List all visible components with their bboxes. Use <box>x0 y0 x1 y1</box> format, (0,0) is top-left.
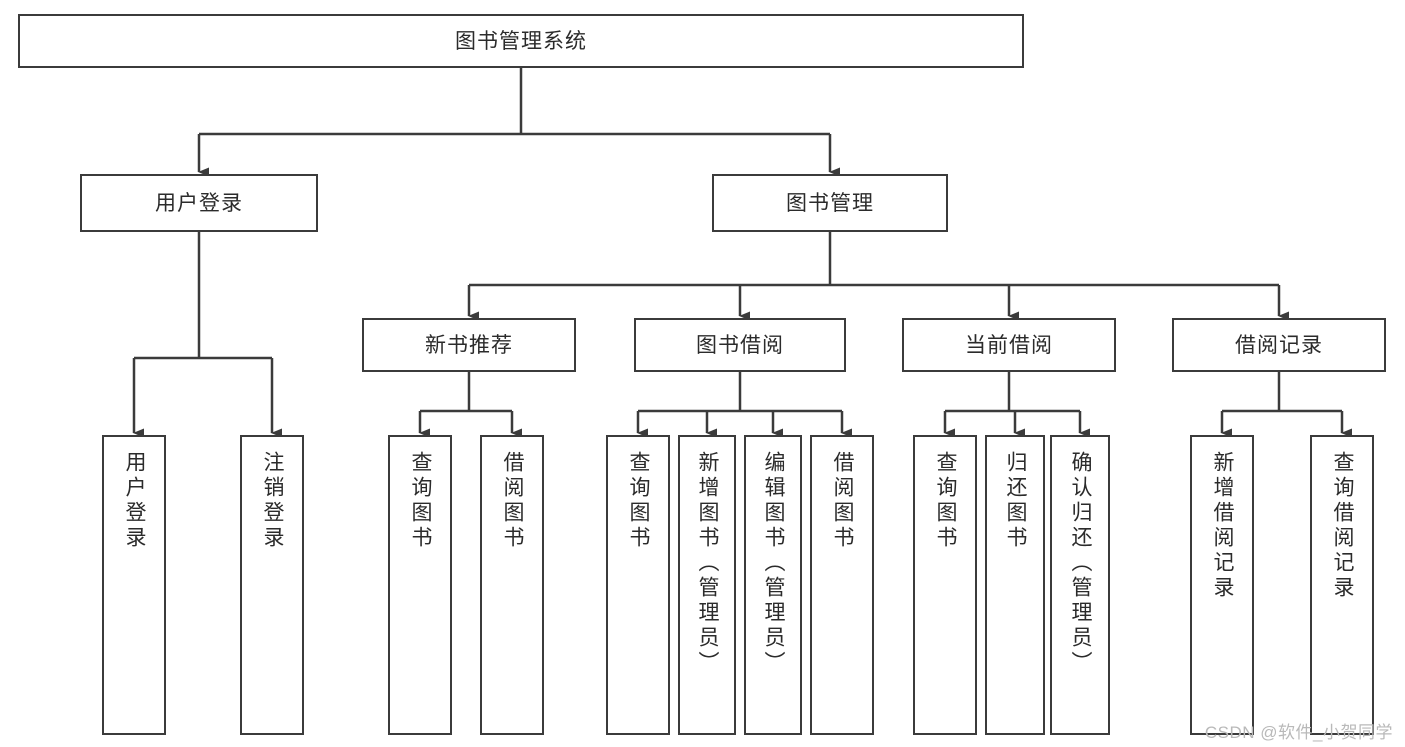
node-leaf-borrow-book-2[interactable]: 借阅图书 <box>810 435 874 735</box>
node-leaf-edit-book[interactable]: 编辑图书（管理员） <box>744 435 802 735</box>
node-leaf-query-record[interactable]: 查询借阅记录 <box>1310 435 1374 735</box>
node-label: 新增借阅记录 <box>1211 451 1235 601</box>
node-label: 借阅记录 <box>1235 333 1323 357</box>
node-label: 查询图书 <box>934 451 958 551</box>
node-label: 确认归还（管理员） <box>1069 451 1093 676</box>
node-book-manage[interactable]: 图书管理 <box>712 174 948 232</box>
node-user-login[interactable]: 用户登录 <box>80 174 318 232</box>
node-borrow-record[interactable]: 借阅记录 <box>1172 318 1386 372</box>
node-label: 当前借阅 <box>965 333 1053 357</box>
node-current-borrow[interactable]: 当前借阅 <box>902 318 1116 372</box>
node-leaf-add-book[interactable]: 新增图书（管理员） <box>678 435 736 735</box>
node-label: 用户登录 <box>123 451 147 551</box>
node-label: 注销登录 <box>261 451 285 551</box>
node-leaf-query-book-2[interactable]: 查询图书 <box>606 435 670 735</box>
node-label: 借阅图书 <box>501 451 525 551</box>
node-leaf-add-record[interactable]: 新增借阅记录 <box>1190 435 1254 735</box>
node-leaf-user-login[interactable]: 用户登录 <box>102 435 166 735</box>
node-label: 图书管理系统 <box>455 29 587 53</box>
node-leaf-return-book[interactable]: 归还图书 <box>985 435 1045 735</box>
node-label: 归还图书 <box>1004 451 1028 551</box>
node-leaf-confirm-ret[interactable]: 确认归还（管理员） <box>1050 435 1110 735</box>
node-root[interactable]: 图书管理系统 <box>18 14 1024 68</box>
node-label: 图书管理 <box>786 191 874 215</box>
node-label: 新书推荐 <box>425 333 513 357</box>
node-label: 借阅图书 <box>831 451 855 551</box>
node-leaf-borrow-book-1[interactable]: 借阅图书 <box>480 435 544 735</box>
node-label: 编辑图书（管理员） <box>762 451 786 676</box>
node-label: 查询借阅记录 <box>1331 451 1355 601</box>
node-label: 图书借阅 <box>696 333 784 357</box>
node-label: 查询图书 <box>627 451 651 551</box>
node-leaf-query-book-1[interactable]: 查询图书 <box>388 435 452 735</box>
node-leaf-query-book-3[interactable]: 查询图书 <box>913 435 977 735</box>
node-book-borrow[interactable]: 图书借阅 <box>634 318 846 372</box>
node-label: 用户登录 <box>155 191 243 215</box>
node-label: 查询图书 <box>409 451 433 551</box>
node-new-book-rec[interactable]: 新书推荐 <box>362 318 576 372</box>
node-label: 新增图书（管理员） <box>696 451 720 676</box>
node-leaf-logout[interactable]: 注销登录 <box>240 435 304 735</box>
